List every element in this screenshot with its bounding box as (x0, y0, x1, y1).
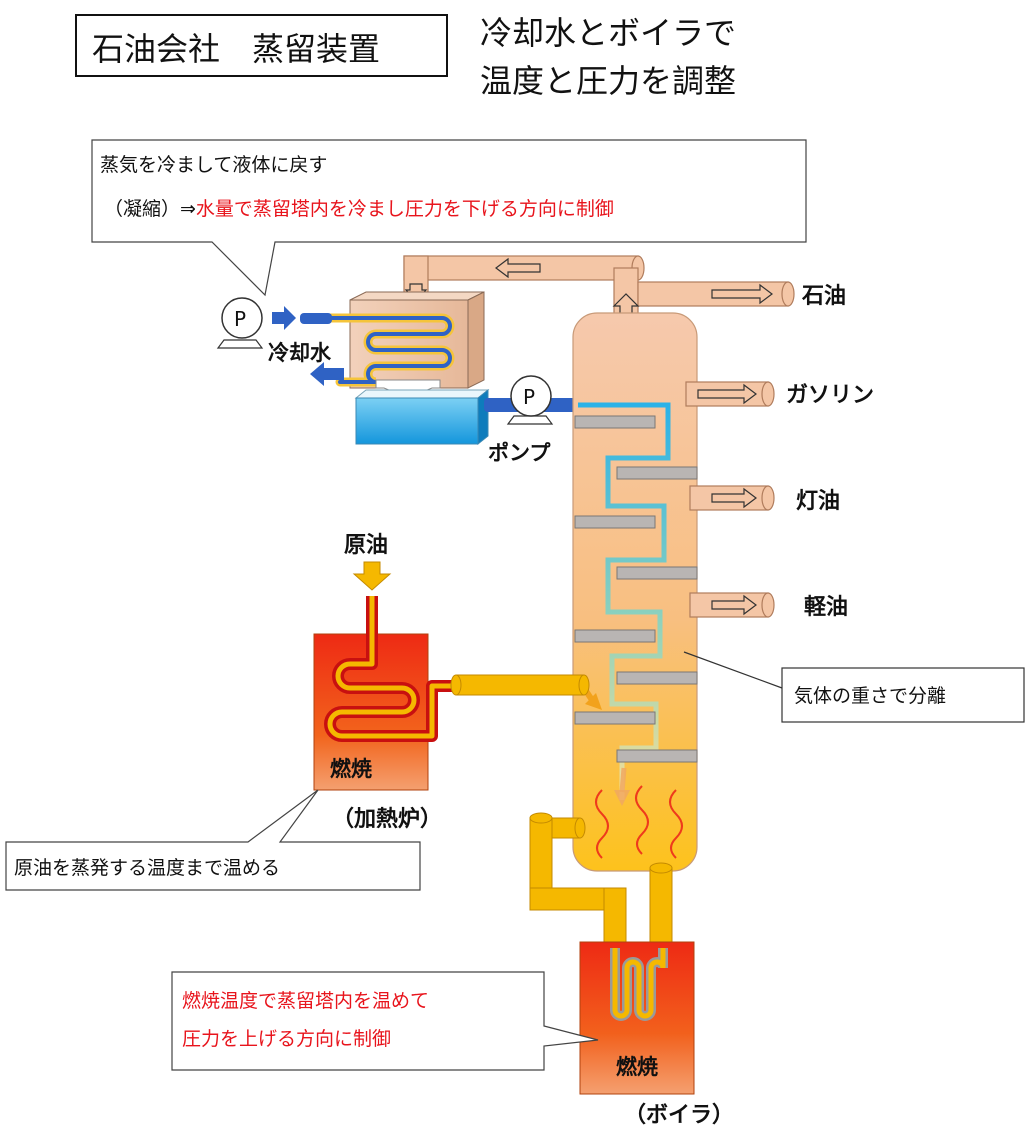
boiler-label: （ボイラ） (624, 1103, 734, 1128)
page-title: 石油会社 蒸留装置 (92, 30, 380, 68)
condenser-callout-red: 水量で蒸留塔内を冷まし圧力を下げる方向に制御 (196, 198, 614, 220)
furnace-burn-label: 燃焼 (330, 757, 372, 781)
subtitle-line-2: 温度と圧力を調整 (480, 62, 736, 100)
furnace-callout: 原油を蒸発する温度まで温める (5, 789, 421, 891)
condenser-callout-line-1: 蒸気を冷まして液体に戻す (100, 154, 327, 176)
distillation-tower (572, 312, 698, 872)
cooling-water-in-arrow (272, 306, 296, 330)
cooling-water-label: 冷却水 (268, 341, 332, 365)
boiler-callout-line-1: 燃焼温度で蒸留塔内を温めて (182, 990, 429, 1012)
furnace-callout-text: 原油を蒸発する温度まで温める (14, 857, 280, 879)
separation-callout: 気体の重さで分離 (683, 651, 1025, 723)
title-box (75, 14, 448, 77)
boiler-callout: 燃焼温度で蒸留塔内を温めて 圧力を上げる方向に制御 (171, 971, 599, 1071)
heat-waves (595, 785, 683, 859)
condenser-unit (300, 291, 485, 389)
boiler-callout-line-2: 圧力を上げる方向に制御 (182, 1028, 391, 1050)
pump-1: P (216, 297, 264, 349)
furnace-outlet-pipe (450, 674, 590, 696)
pump-1-symbol: P (234, 307, 246, 331)
condenser-callout-line-2: （凝縮）⇒水量で蒸留塔内を冷まし圧力を下げる方向に制御 (104, 198, 614, 220)
furnace-coil-inner (327, 596, 456, 739)
condenser-callout-prefix: （凝縮）⇒ (104, 198, 196, 220)
subtitle-line-1: 冷却水とボイラで (480, 14, 736, 52)
crude-oil-arrow (352, 561, 392, 591)
water-tank (354, 388, 490, 446)
furnace-label: （加熱炉） (332, 806, 442, 832)
product-label-oil: 石油 (801, 284, 846, 309)
product-label-kerosene: 灯油 (796, 489, 840, 514)
tower-trays (574, 415, 698, 763)
crude-oil-label: 原油 (344, 533, 388, 558)
product-label-diesel: 軽油 (804, 594, 848, 620)
boiler-burn-label: 燃焼 (616, 1055, 658, 1079)
boiler-coil-inner (612, 948, 666, 1019)
pump-label: ポンプ (488, 441, 551, 465)
product-label-gasoline: ガソリン (786, 383, 874, 408)
pump-2: P (506, 375, 554, 425)
separation-callout-text: 気体の重さで分離 (794, 685, 946, 707)
condenser-callout: 蒸気を冷まして液体に戻す （凝縮）⇒水量で蒸留塔内を冷まし圧力を下げる方向に制御 (91, 139, 807, 297)
pump-2-symbol: P (523, 385, 535, 409)
product-arrows (697, 383, 757, 616)
cooling-water-out-arrow (310, 362, 344, 386)
tower-cooling-coil (578, 402, 671, 800)
